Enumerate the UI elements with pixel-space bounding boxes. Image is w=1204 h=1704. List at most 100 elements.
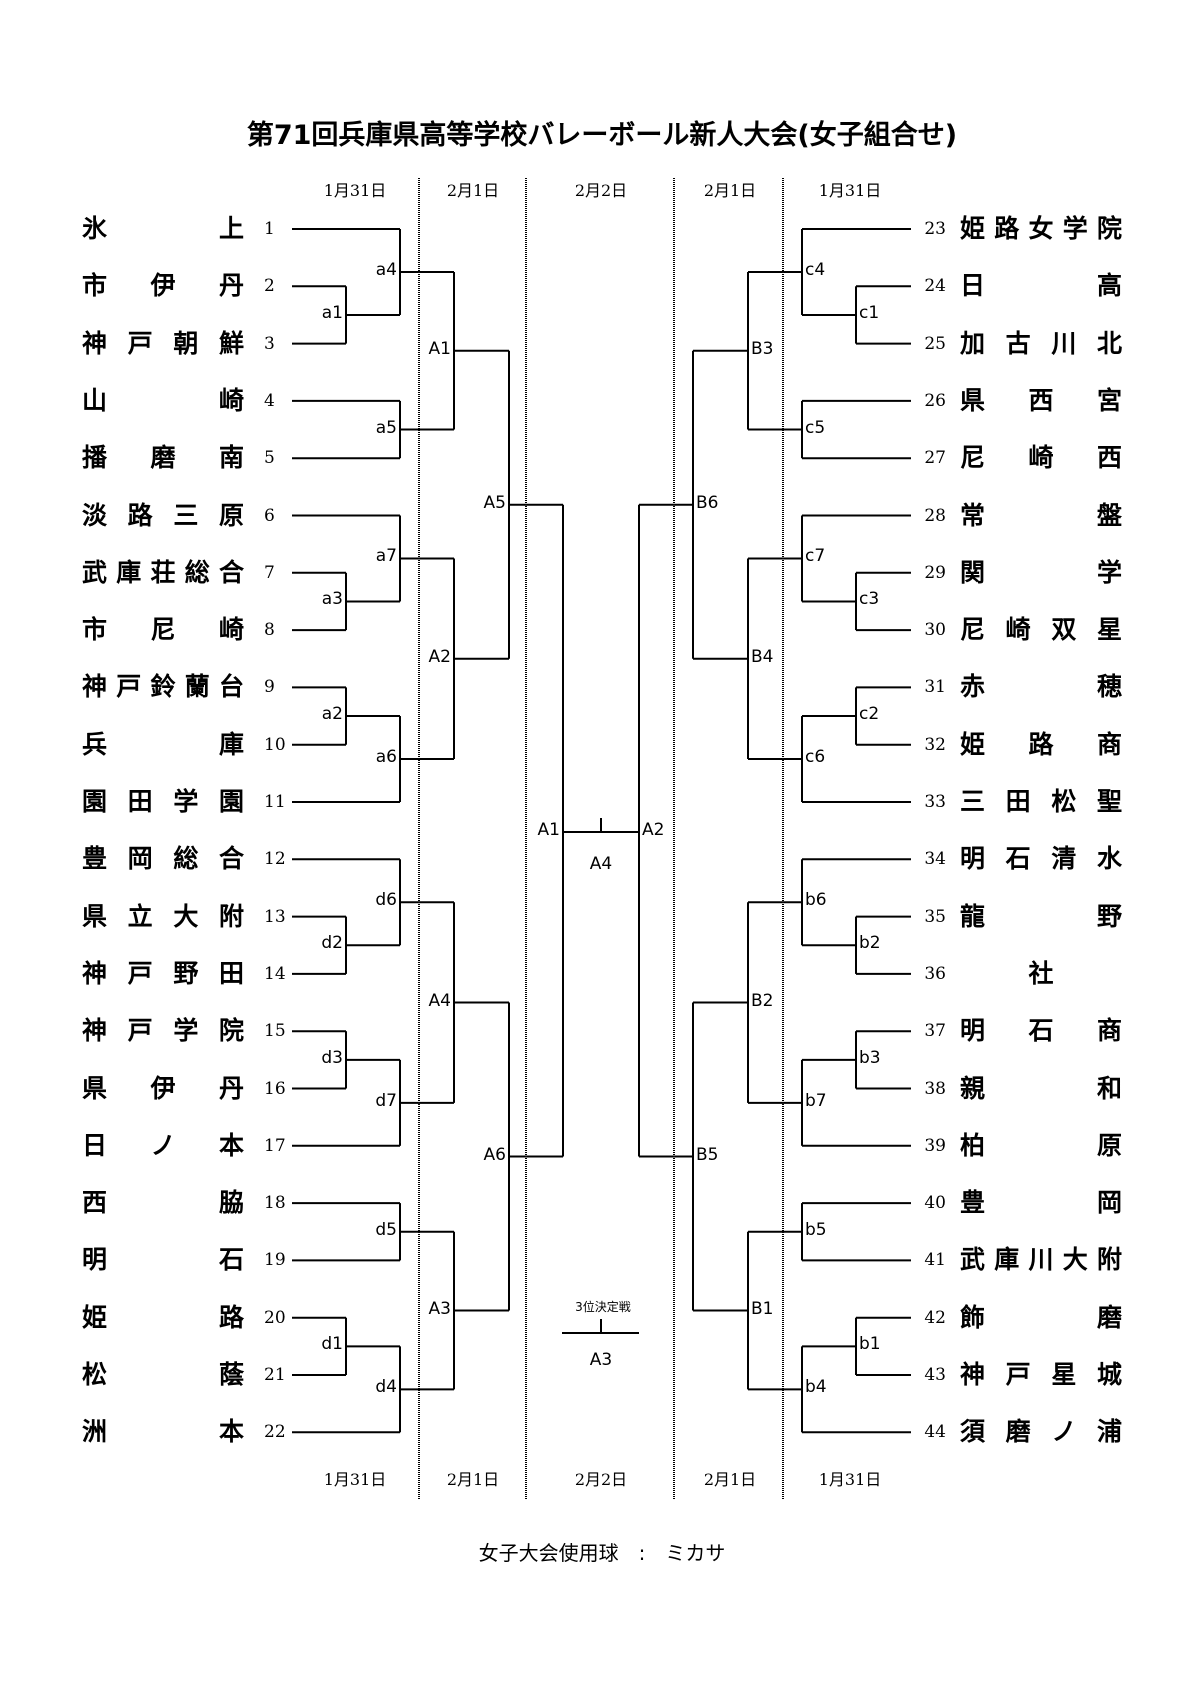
match-label-c1: c1 (859, 302, 880, 323)
team-name-char: 川 (1028, 1245, 1054, 1275)
team-name-char: 本 (218, 1417, 244, 1447)
match-label-d6: d6 (375, 890, 397, 911)
final-court-label: A4 (589, 854, 613, 874)
team-name: 日高 (960, 271, 1122, 301)
team-name-char: 神 (82, 328, 108, 358)
team-name: 神戸学院 (82, 1016, 244, 1046)
team-name-char: 豊 (82, 844, 108, 874)
match-label-c3: c3 (859, 589, 880, 610)
match-label-a4: a4 (375, 259, 397, 280)
team-number: 16 (264, 1078, 286, 1099)
team-name: 日ノ本 (82, 1131, 244, 1161)
team-number: 33 (924, 792, 946, 812)
team-name-char: 尼 (960, 443, 986, 473)
team-name-char: 石 (218, 1245, 244, 1275)
team-name: 県立大附 (82, 902, 244, 932)
team-name: 親和 (960, 1074, 1122, 1104)
team-name-char: 飾 (960, 1302, 986, 1332)
date-left-round1-top: 1月31日 (323, 181, 387, 200)
match-label-A2: A2 (428, 646, 451, 667)
team-name-char: 播 (82, 443, 108, 473)
team-name-char: 西 (1028, 385, 1054, 415)
team-name-char: 明 (82, 1245, 108, 1275)
team-name: 淡路三原 (82, 501, 244, 531)
team-number: 36 (924, 963, 946, 984)
team-number: 2 (264, 276, 275, 297)
team-name-char: 鈴 (150, 672, 176, 702)
team-name: 常盤 (960, 501, 1122, 531)
team-number: 26 (924, 390, 946, 411)
team-name-char: 学 (173, 787, 199, 816)
team-name-char: 伊 (150, 271, 176, 301)
team-name: 神戸朝鮮 (82, 329, 244, 359)
team-name: 市尼崎 (82, 615, 244, 645)
team-name-char: 蔭 (218, 1360, 244, 1389)
team-number: 13 (264, 906, 286, 927)
team-name-char: 赤 (960, 672, 986, 702)
team-name-char: 磨 (150, 443, 176, 473)
match-label-B5: B5 (696, 1144, 719, 1165)
team-name-char: 清 (1051, 844, 1077, 874)
team-name-char: 尼 (150, 615, 176, 645)
team-name: 兵庫 (82, 730, 244, 760)
team-name: 県伊丹 (82, 1074, 244, 1104)
team-name-char: 古 (1005, 328, 1031, 358)
team-name-char: 尼 (960, 615, 986, 645)
team-name: 三田松聖 (960, 787, 1122, 817)
team-name: 尼崎西 (960, 443, 1122, 473)
date-right-round1-top: 1月31日 (818, 181, 882, 200)
team-name-char: 朝 (173, 328, 199, 358)
team-name-char: 園 (218, 787, 244, 816)
team-name-char: 氷 (82, 214, 108, 243)
team-name-char: 兵 (82, 729, 108, 759)
team-name-char: 戸 (1005, 1360, 1031, 1389)
team-name-char: 聖 (1096, 787, 1122, 816)
team-name-char: 野 (173, 958, 199, 988)
team-name-char: 院 (218, 1016, 244, 1046)
third-place-court-label: A3 (589, 1350, 613, 1370)
team-name-char: 宮 (1096, 385, 1122, 415)
team-name-char: 神 (82, 1016, 108, 1046)
match-label-a6: a6 (375, 747, 397, 768)
team-name-char: 学 (173, 1016, 199, 1046)
match-label-b6: b6 (805, 890, 827, 911)
team-number: 43 (924, 1365, 946, 1385)
team-name: 須磨ノ浦 (960, 1417, 1122, 1447)
team-name: 飾磨 (960, 1303, 1122, 1333)
team-name-char: 松 (82, 1360, 108, 1389)
team-name-char: 田 (218, 958, 244, 988)
team-name-char: 蘭 (184, 672, 210, 702)
team-name-char: 附 (218, 901, 244, 931)
team-number: 4 (264, 390, 275, 411)
team-name-char: 丹 (218, 1073, 244, 1103)
team-number: 30 (924, 620, 946, 641)
team-name-char: 戸 (127, 958, 153, 988)
team-name-char: 関 (960, 557, 986, 587)
team-name-char: 原 (1096, 1130, 1122, 1160)
team-name-char: 親 (960, 1073, 986, 1103)
match-label-b3: b3 (859, 1047, 881, 1068)
team-number: 21 (264, 1365, 286, 1385)
team-number: 7 (264, 562, 275, 583)
team-name-char: 高 (1096, 271, 1122, 301)
team-name-char: 岡 (127, 844, 153, 874)
team-name-char: 崎 (218, 385, 244, 415)
team-number: 31 (924, 677, 946, 698)
team-number: 12 (264, 849, 286, 870)
team-name: 明石 (82, 1245, 244, 1275)
team-number: 39 (924, 1135, 946, 1156)
team-name: 赤穂 (960, 672, 1122, 702)
team-name-char: 柏 (960, 1130, 986, 1160)
team-name: 尼崎双星 (960, 615, 1122, 645)
team-name-char: 社 (1028, 958, 1054, 988)
team-number: 8 (264, 620, 275, 641)
team-name-char: 戸 (127, 1016, 153, 1046)
date-right-round2-bottom: 2月1日 (703, 1470, 757, 1489)
match-label-a5: a5 (375, 417, 397, 438)
match-label-d2: d2 (321, 933, 343, 954)
team-name-char: 学 (1062, 214, 1088, 243)
team-number: 32 (924, 734, 946, 755)
match-label-d4: d4 (375, 1377, 397, 1398)
team-name-char: 南 (218, 443, 244, 473)
team-name-char: 西 (1096, 443, 1122, 473)
